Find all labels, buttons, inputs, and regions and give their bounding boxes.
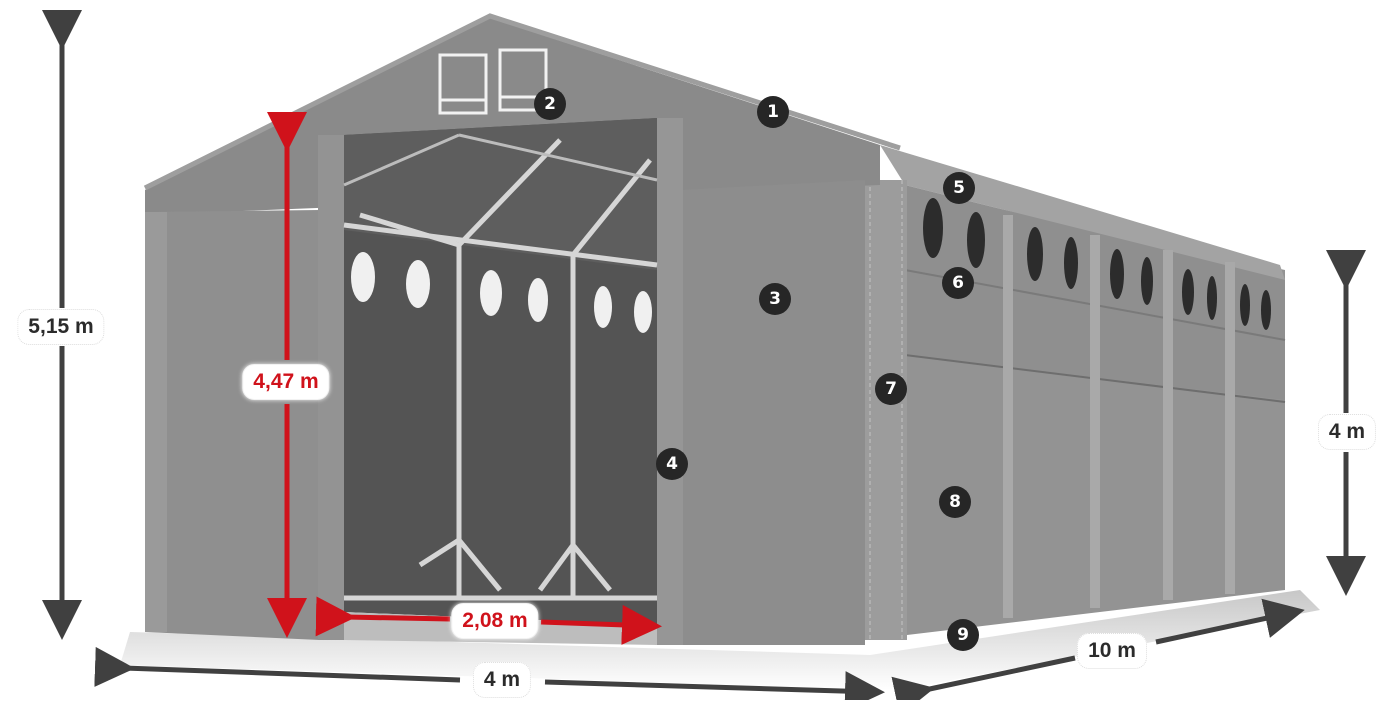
front-width-label: 4 m <box>472 662 532 698</box>
marker-7-corner-post: 7 <box>875 373 907 405</box>
marker-4-door-curtain: 4 <box>656 448 688 480</box>
interior-windows <box>351 252 652 333</box>
metal-frame <box>343 138 658 601</box>
total-height-label: 5,15 m <box>17 309 105 345</box>
dimension-arrows <box>42 10 1366 705</box>
marker-8-side-wall: 8 <box>939 486 971 518</box>
front-left-panel <box>145 135 344 640</box>
marker-9-ground-skirt: 9 <box>947 619 979 651</box>
door-height-label: 4,47 m <box>242 364 330 400</box>
front-right-panel <box>655 118 865 645</box>
door-width-label: 2,08 m <box>451 603 539 639</box>
ground-shadow <box>120 590 1320 690</box>
marker-1-roof: 1 <box>757 96 789 128</box>
gable-vents <box>438 48 548 115</box>
side-height-label: 4 m <box>1317 414 1377 450</box>
marker-5-roof-edge: 5 <box>943 172 975 204</box>
marker-6-side-windows: 6 <box>942 267 974 299</box>
side-wall <box>865 145 1286 640</box>
marker-3-front-panel: 3 <box>759 283 791 315</box>
length-label: 10 m <box>1077 633 1147 669</box>
marker-2-gable-vent: 2 <box>534 88 566 120</box>
door-opening <box>343 118 658 645</box>
side-windows <box>923 198 1271 330</box>
